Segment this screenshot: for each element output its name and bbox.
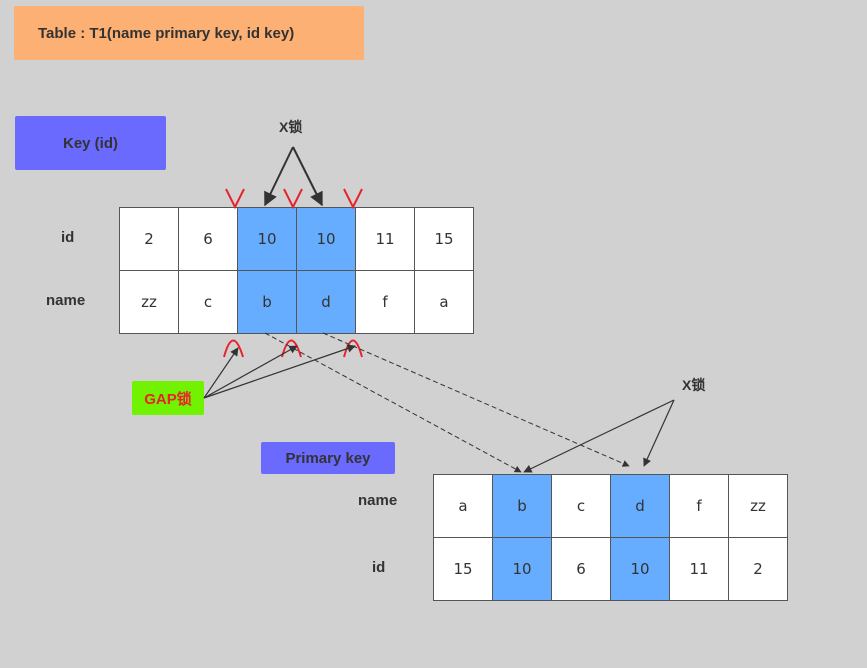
x-lock-arrows-bottom: [523, 399, 675, 473]
cell-locked: 10: [237, 207, 297, 271]
cell-locked: b: [492, 474, 552, 538]
cell: 11: [669, 537, 729, 601]
gap-markers-bottom: [223, 339, 363, 358]
x-lock-label-top: X锁: [279, 119, 303, 135]
gap-arrow: [203, 345, 298, 399]
row-label-name-pk: name: [358, 492, 398, 509]
row-label-name: name: [46, 292, 86, 309]
cell: 11: [355, 207, 415, 271]
table-title-box: Table : T1(name primary key, id key): [14, 6, 364, 60]
gap-markers-top: [225, 188, 363, 210]
cell: 6: [178, 207, 238, 271]
gap-arrow: [203, 344, 356, 399]
table-title: Table : T1(name primary key, id key): [38, 24, 295, 42]
gap-marker-v-icon: [283, 188, 303, 210]
secondary-name-row: zz c b d f a: [119, 270, 474, 334]
gap-arrow: [203, 347, 239, 399]
gap-marker-arch-icon: [343, 339, 363, 358]
gap-marker-v-icon: [343, 188, 363, 210]
x-lock-arrow: [292, 146, 323, 207]
row-label-id: id: [61, 229, 75, 246]
primary-index-table: a b c d f zz 15 10 6 10 11 2: [433, 474, 788, 601]
key-index-label: Key (id): [62, 134, 118, 152]
cell-locked: 10: [296, 207, 356, 271]
secondary-index-table: 2 6 10 10 11 15 zz c b d f a: [119, 207, 474, 334]
primary-id-row: 15 10 6 10 11 2: [433, 537, 788, 601]
row-label-id-pk: id: [372, 559, 386, 576]
secondary-id-row: 2 6 10 10 11 15: [119, 207, 474, 271]
cell-locked: d: [610, 474, 670, 538]
x-lock-arrow: [643, 399, 675, 467]
cell: 15: [433, 537, 493, 601]
cell: 2: [728, 537, 788, 601]
cell: 2: [119, 207, 179, 271]
gap-lock-arrows: [203, 344, 356, 399]
cell: 15: [414, 207, 474, 271]
x-lock-arrow: [523, 399, 675, 473]
x-lock-arrow: [264, 146, 294, 207]
gap-marker-v-icon: [225, 188, 245, 210]
cell: f: [669, 474, 729, 538]
cell-locked: b: [237, 270, 297, 334]
gap-lock-box: GAP锁: [132, 381, 204, 415]
cell: a: [414, 270, 474, 334]
primary-key-label: Primary key: [285, 449, 371, 467]
gap-marker-arch-icon: [281, 339, 302, 358]
cell: a: [433, 474, 493, 538]
cell: c: [551, 474, 611, 538]
primary-key-box: Primary key: [261, 442, 395, 474]
cell: zz: [728, 474, 788, 538]
cell-locked: d: [296, 270, 356, 334]
gap-marker-arch-icon: [223, 339, 244, 358]
cell: c: [178, 270, 238, 334]
cell-locked: 10: [492, 537, 552, 601]
gap-lock-label: GAP锁: [144, 390, 192, 408]
cell: f: [355, 270, 415, 334]
x-lock-label-bottom: X锁: [682, 377, 706, 393]
key-index-box: Key (id): [15, 116, 166, 170]
cell: zz: [119, 270, 179, 334]
primary-name-row: a b c d f zz: [433, 474, 788, 538]
cell-locked: 10: [610, 537, 670, 601]
cell: 6: [551, 537, 611, 601]
